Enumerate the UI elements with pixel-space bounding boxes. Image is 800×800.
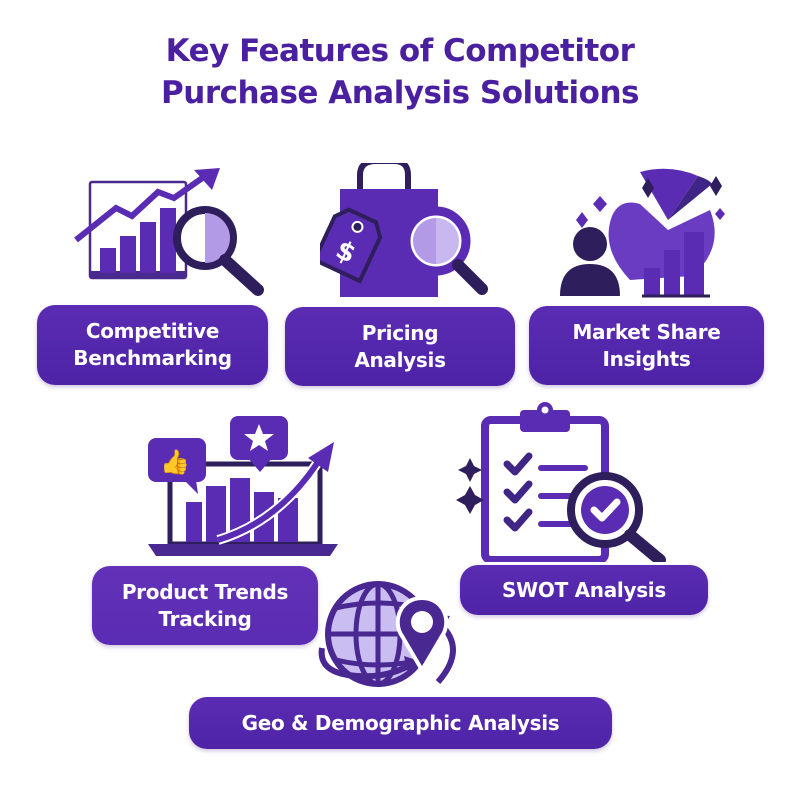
feature-label: Product Trends [121, 579, 289, 604]
feature-label: Benchmarking [73, 346, 232, 370]
feature-competitive-benchmarking: Competitive Benchmarking [37, 305, 268, 385]
shopping-bag-price-tag-icon: $ [320, 163, 488, 297]
feature-label: Competitive [85, 319, 220, 343]
page-title: Key Features of Competitor Purchase Anal… [0, 30, 800, 114]
feature-product-trends-tracking: Product Trends Tracking [92, 566, 318, 645]
feature-swot-analysis: SWOT Analysis [460, 565, 708, 615]
title-line-2: Purchase Analysis Solutions [161, 75, 639, 111]
feature-label: Insights [602, 346, 691, 371]
feature-label: Tracking [158, 606, 252, 631]
title-line-1: Key Features of Competitor [165, 33, 635, 69]
laptop-trend-chart-icon: 👍 [148, 416, 338, 556]
feature-label: Geo & Demographic Analysis [241, 710, 560, 735]
svg-text:👍: 👍 [160, 448, 190, 476]
chart-magnifier-icon [74, 168, 264, 296]
globe-location-pin-icon [318, 581, 456, 687]
feature-pricing-analysis: Pricing Analysis [285, 307, 515, 386]
feature-label: SWOT Analysis [502, 577, 666, 602]
feature-label: Analysis [354, 347, 446, 372]
feature-label: Pricing [361, 320, 439, 345]
clipboard-checklist-magnifier-icon [456, 402, 666, 562]
feature-label: Market Share [572, 319, 721, 344]
feature-geo-demographic-analysis: Geo & Demographic Analysis [189, 697, 612, 749]
person-pie-bar-chart-icon [560, 168, 725, 298]
feature-market-share-insights: Market Share Insights [529, 306, 764, 385]
